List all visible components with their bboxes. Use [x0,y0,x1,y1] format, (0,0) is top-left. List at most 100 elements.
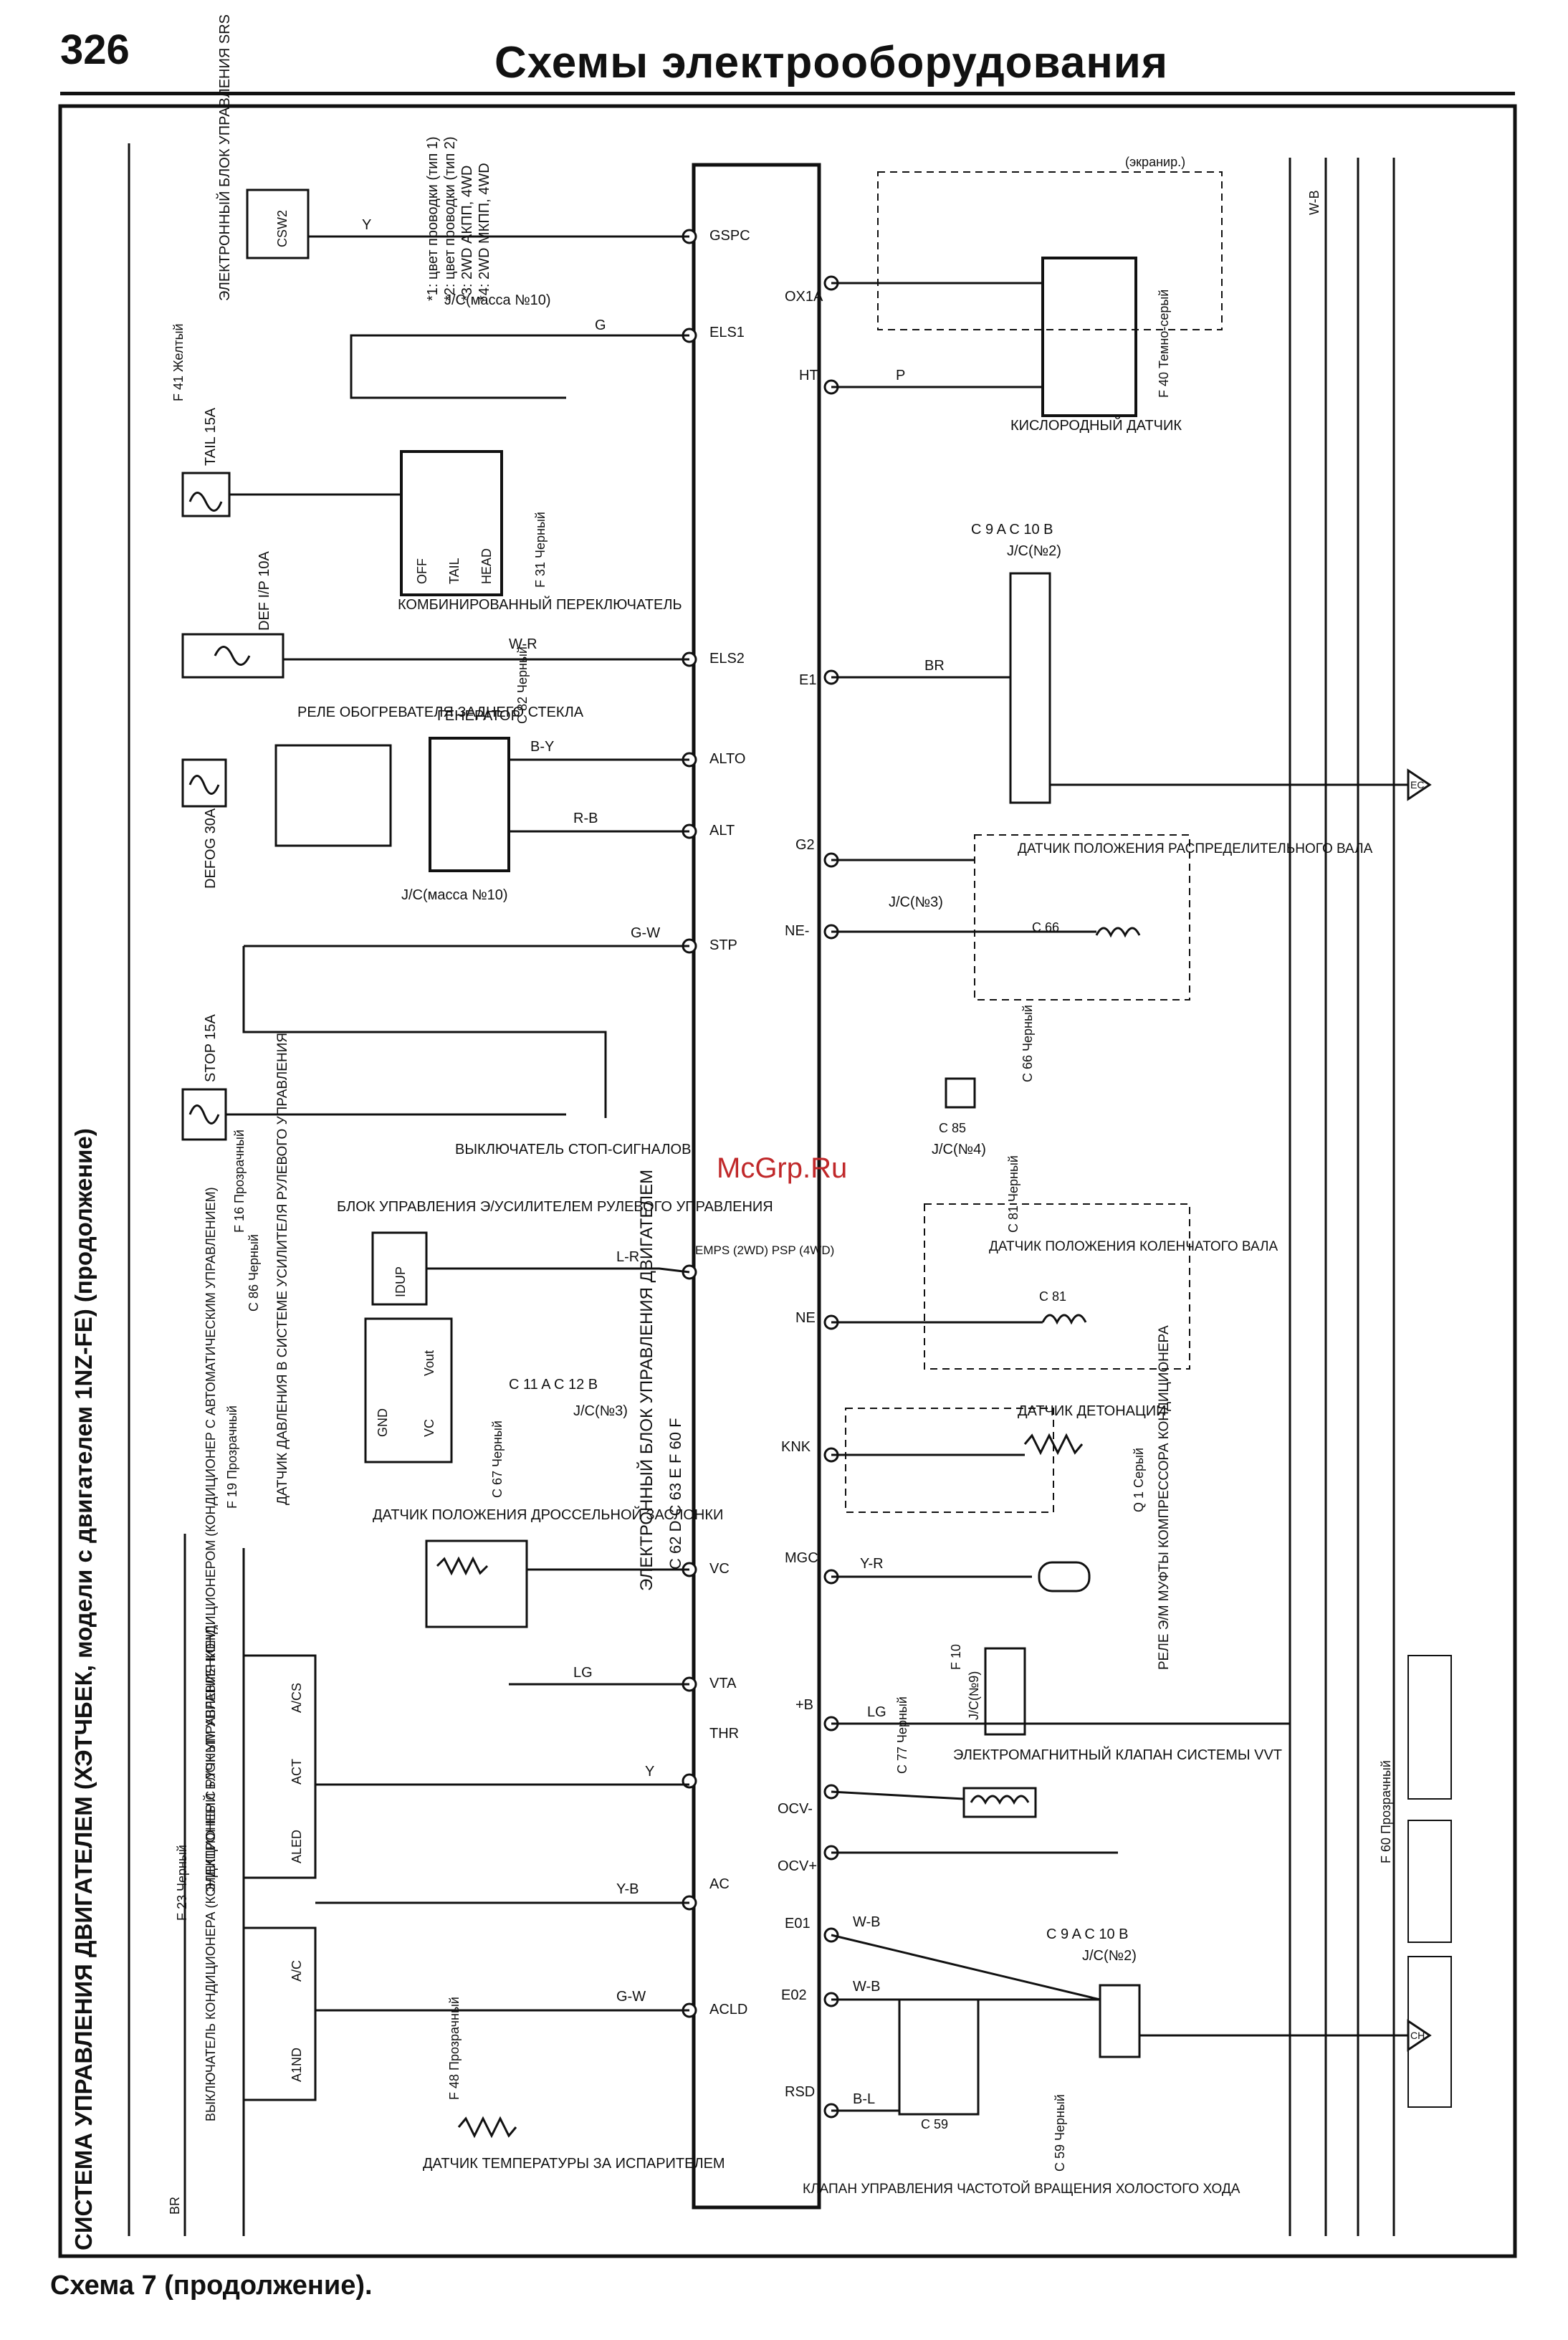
figure-caption: Схема 7 (продолжение). [50,2270,373,2301]
combination-switch-box [400,450,503,596]
wire-els1 [350,334,689,399]
pressure-sensor-box [364,1317,453,1463]
ac-auto-unit-box [242,1654,317,1879]
note-2: *2: цвет проводки (тип 2) [442,136,458,301]
ac-clutch-relay-label: РЕЛЕ Э/М МУФТЫ КОМПРЕССОРА КОНДИЦИОНЕРА [1157,1325,1172,1670]
throttle-sensor-box [425,1539,528,1628]
combination-switch-label: КОМБИНИРОВАННЫЙ ПЕРЕКЛЮЧАТЕЛЬ [398,596,682,613]
crank-coil [1041,1314,1087,1325]
note-4: *4: 2WD МКПП, 4WD [477,163,492,301]
shield-label-1: (экранир.) [1125,155,1185,169]
ground-ec-label: EC [1410,779,1424,791]
jc-no9-box [984,1647,1026,1736]
pin-knk: KNK [781,1439,811,1455]
f60-connector: F 60 Прозрачный [1379,1760,1393,1863]
c59-connector: C 59 Черный [1053,2094,1067,2172]
wire-thr-color: Y [645,1764,654,1780]
crank-sensor-shield [924,1203,1190,1370]
left-bus-color: BR [168,2197,182,2215]
oxygen-sensor-box [1041,257,1137,417]
pin-g2: G2 [795,837,815,853]
ecu-left-pins: GSPC ELS1 ELS2 ALTO ALT STP EMPS (2WD) P… [695,228,834,2017]
pin-stp: STP [709,937,737,953]
wire-emps [426,1267,690,1274]
wire-vta-color: LG [573,1665,593,1681]
wire-ocv-minus [831,1790,965,1800]
pin-ocv-plus: OCV+ [778,1858,817,1874]
wire-alto-color: B-Y [530,739,554,755]
wire-stp-color: G-W [631,925,660,941]
def-fuse [181,633,285,679]
eps-unit-label: БЛОК УПРАВЛЕНИЯ Э/УСИЛИТЕЛЕМ РУЛЕВОГО УП… [337,1199,773,1215]
def-fuse-symbol [214,646,251,666]
pin-e1: E1 [799,672,816,688]
pin-ocv-minus: OCV- [778,1801,813,1817]
pin-emps: EMPS (2WD) PSP (4WD) [695,1243,834,1257]
switch-off: OFF [415,558,429,584]
pin-els2: ELS2 [709,651,745,667]
wire-acld-color: G-W [616,1989,646,2005]
tail-fuse-symbol [188,492,223,512]
switch-tail: TAIL [447,558,462,584]
page-title: Схемы электрооборудования [494,38,1169,87]
idle-valve-label: КЛАПАН УПРАВЛЕНИЯ ЧАСТОТОЙ ВРАЩЕНИЯ ХОЛО… [803,2181,1240,2197]
tail-fuse [181,472,231,517]
ac-manual-pin-ac: A/C [290,1960,304,1982]
pressure-sensor-label: ДАТЧИК ДАВЛЕНИЯ В СИСТЕМЕ УСИЛИТЕЛЯ РУЛЕ… [275,1033,290,1505]
pin-plus-b: +B [795,1697,813,1713]
combination-switch-positions: OFF TAIL HEAD [415,548,494,584]
wire-stop-loop [242,946,607,1118]
ground-ec-symbol [1407,768,1432,801]
watermark: McGrp.Ru [717,1152,848,1184]
f10-label: F 10 [949,1644,963,1670]
pin-acld: ACLD [709,2002,747,2017]
notes: *1: цвет проводки (тип 1) *2: цвет прово… [425,136,492,301]
right-bus-color: W-B [1307,190,1321,215]
f48-connector: F 48 Прозрачный [447,1997,462,2100]
connector-grid-icons [1407,1655,1452,2108]
wire-emps-color: L-R [616,1249,639,1265]
throttle-sensor-label: ДАТЧИК ПОЛОЖЕНИЯ ДРОССЕЛЬНОЙ ЗАСЛОНКИ [373,1506,723,1523]
ac-manual-pin-a1nd: A1ND [290,2048,304,2082]
defog-relay-label: РЕЛЕ ОБОГРЕВАТЕЛЯ ЗАДНЕГО СТЕКЛА [297,705,584,720]
srs-unit-label: ЭЛЕКТРОННЫЙ БЛОК УПРАВЛЕНИЯ SRS [216,14,233,301]
oxygen-sensor-label: КИСЛОРОДНЫЙ ДАТЧИК [1010,416,1182,434]
jc-no3-right: J/C(№3) [889,894,943,910]
c85-label: C 85 [939,1121,966,1135]
f31-connector: F 31 Черный [533,512,548,588]
cam-sensor-label: ДАТЧИК ПОЛОЖЕНИЯ РАСПРЕДЕЛИТЕЛЬНОГО ВАЛА [1018,841,1373,856]
pin-e01: E01 [785,1916,811,1931]
stop-fuse-label: STOP 15A [203,1013,219,1082]
jc-no9-label: J/C(№9) [967,1671,981,1720]
jc-no2-top-label: J/C(№2) [1007,543,1061,559]
cam-sensor-shield [974,834,1190,1001]
crank-sensor-label: ДАТЧИК ПОЛОЖЕНИЯ КОЛЕНЧАТОГО ВАЛА [989,1239,1278,1254]
c82-connector: C 82 Черный [515,646,530,724]
pressure-pin-gnd: GND [376,1408,390,1437]
wire-plus-b-color: LG [867,1704,886,1720]
note-1: *1: цвет проводки (тип 1) [425,136,441,301]
c11-c12-left: C 11 A C 12 B [509,1377,598,1393]
switch-head: HEAD [479,548,494,584]
ac-manual-box [242,1926,317,2101]
ground-ch-label: CH [1410,2030,1425,2041]
pin-gspc: GSPC [709,228,750,244]
srs-unit-box [246,188,310,259]
jc-no2-bottom-box [1099,1984,1141,2058]
shield-ox [877,171,1223,330]
c9-c10-bottom: C 9 A C 10 B [1046,1926,1129,1942]
ac-auto-pin-act: ACT [290,1759,304,1785]
c9-c10-top: C 9 A C 10 B [971,522,1053,538]
pin-ne-minus: NE- [785,923,809,939]
pin-ne: NE [795,1310,816,1326]
pin-vc: VC [709,1561,730,1577]
f19-connector: F 19 Прозрачный [225,1405,239,1509]
c81-label: C 81 [1039,1289,1066,1304]
pin-thr: THR [709,1726,739,1742]
vvt-coil [970,1795,1030,1805]
wire-gspc-color: Y [362,217,371,233]
c86-connector: C 86 Черный [247,1234,261,1312]
pin-alto: ALTO [709,751,745,767]
jc-no4-label: J/C(№4) [932,1142,986,1157]
